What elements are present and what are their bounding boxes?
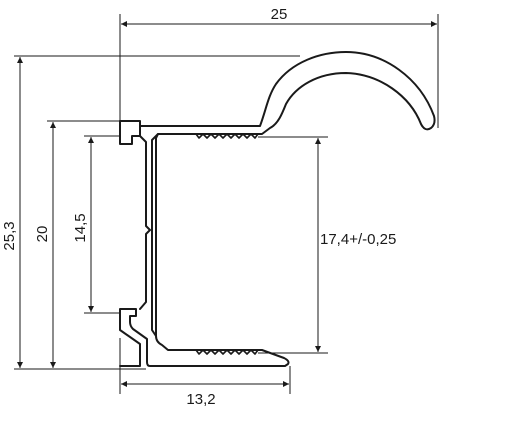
label-overall-width: 25 — [271, 6, 288, 23]
label-overall-height: 25,3 — [1, 221, 18, 250]
serration-teeth — [195, 133, 259, 355]
profile-left-top-hook — [119, 120, 141, 145]
dimension-lines — [17, 21, 437, 387]
profile-body — [119, 51, 436, 367]
label-inner-height: 14,5 — [72, 213, 89, 242]
label-profile-height: 20 — [34, 226, 51, 243]
label-base-width: 13,2 — [186, 391, 215, 408]
profile-inner-wall-inner — [151, 133, 159, 337]
label-opening: 17,4+/-0,25 — [320, 231, 396, 248]
teeth-top — [195, 133, 259, 139]
dimension-labels: 25 25,3 20 14,5 17,4+/-0,25 13,2 — [1, 6, 396, 408]
profile-inner-wall-outer — [139, 135, 151, 310]
profile-outline — [119, 51, 436, 367]
teeth-bottom — [195, 349, 259, 355]
extension-lines — [14, 14, 439, 394]
